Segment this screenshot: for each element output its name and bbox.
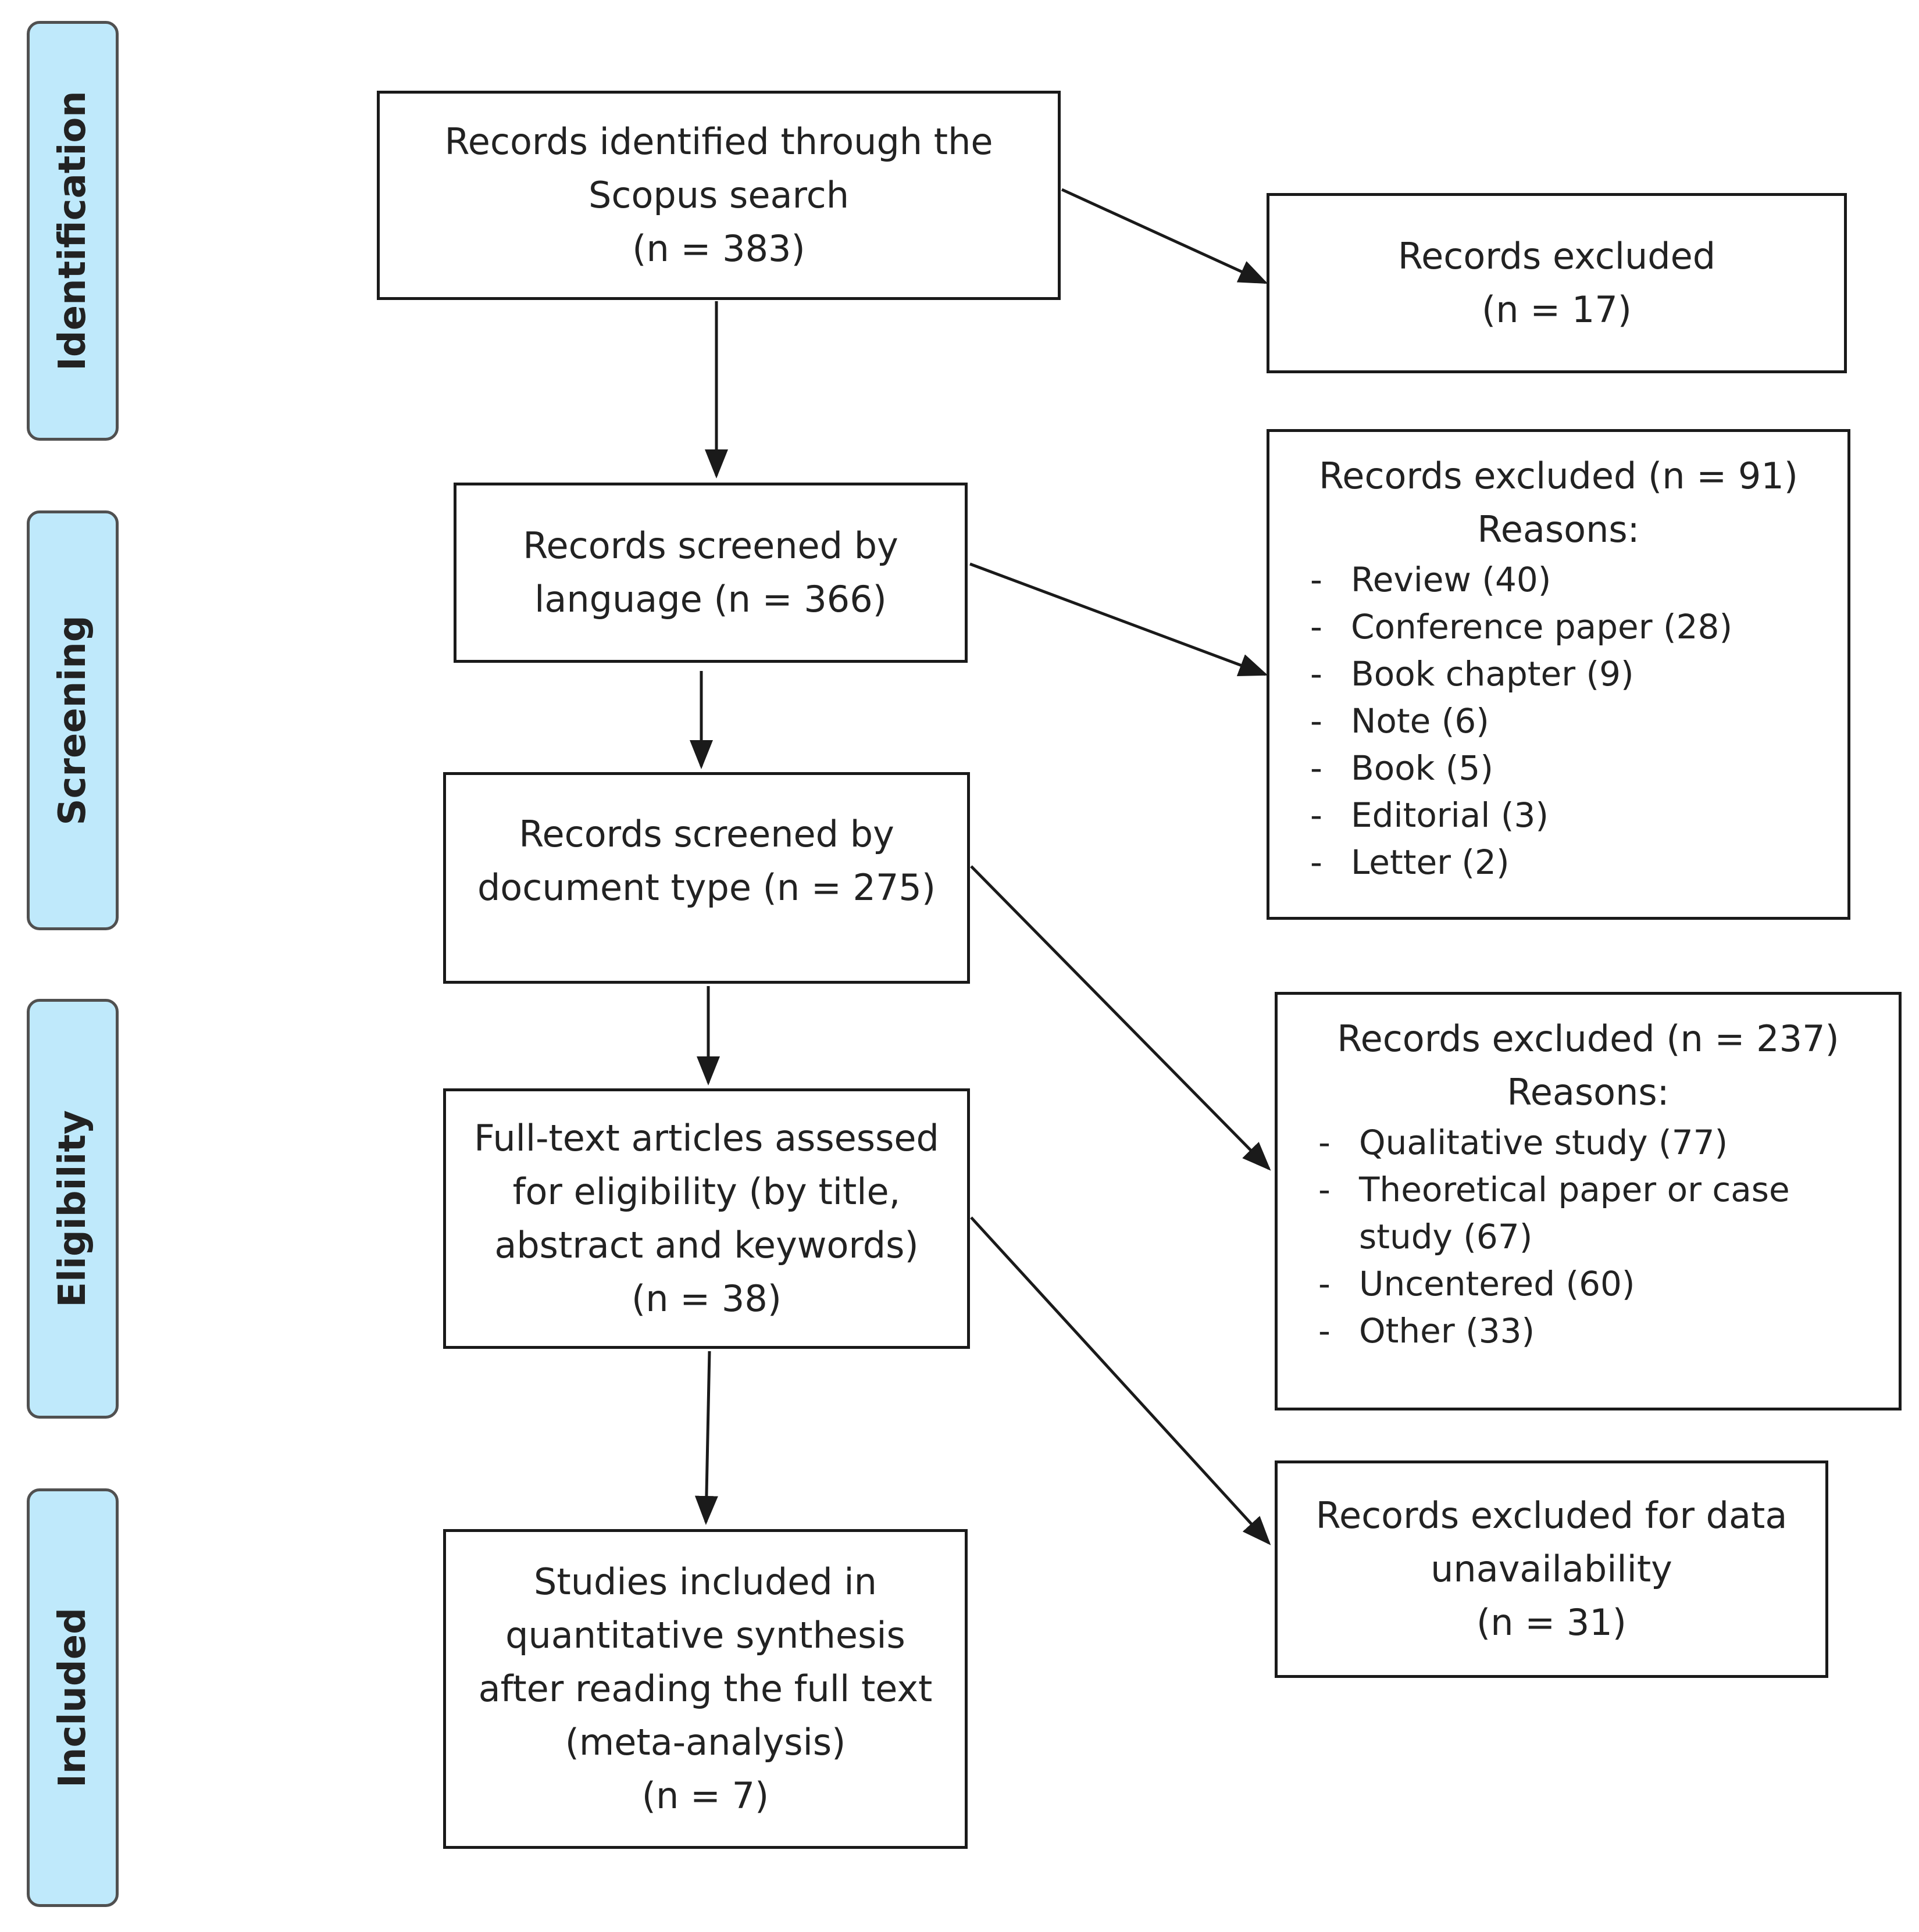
- box-text-line: (n = 383): [632, 227, 805, 270]
- arrow-full-text-to-excluded-data: [970, 1216, 1271, 1545]
- box-text-line: Records excluded: [1397, 235, 1716, 277]
- arrow-language-to-excluded: [969, 562, 1268, 676]
- box-text-line: Records screened by: [523, 524, 898, 567]
- list-item: -Qualitative study (77): [1289, 1119, 1887, 1166]
- phase-identification: Identification: [27, 21, 119, 441]
- box-text-line: abstract and keywords): [494, 1224, 919, 1266]
- box-reasons-label: Reasons:: [1507, 1071, 1670, 1113]
- box-records-excluded-data: Records excluded for data unavailability…: [1275, 1460, 1828, 1678]
- reason-text: Other (33): [1359, 1311, 1535, 1351]
- list-item: -Book chapter (9): [1281, 651, 1836, 698]
- list-item: -Editorial (3): [1281, 792, 1836, 839]
- box-records-screened-document-type: Records screened by document type (n = 2…: [443, 772, 970, 984]
- box-text-line: Records excluded for data: [1315, 1494, 1788, 1537]
- reason-text: Letter (2): [1351, 842, 1510, 882]
- reason-text: Conference paper (28): [1351, 607, 1733, 647]
- reasons-list: -Review (40) -Conference paper (28) -Boo…: [1281, 556, 1836, 886]
- box-text-line: Studies included in: [534, 1560, 877, 1603]
- box-records-excluded-initial: Records excluded (n = 17): [1267, 193, 1847, 373]
- list-item: -Theoretical paper or case study (67): [1289, 1166, 1887, 1260]
- list-item: -Uncentered (60): [1289, 1260, 1887, 1308]
- box-full-text-articles: Full-text articles assessed for eligibil…: [443, 1088, 970, 1349]
- box-text-line: (n = 7): [641, 1774, 769, 1817]
- list-item: -Other (33): [1289, 1308, 1887, 1355]
- box-heading: Records excluded (n = 237): [1337, 1017, 1839, 1060]
- box-studies-included: Studies included in quantitative synthes…: [443, 1529, 968, 1849]
- box-text-line: (n = 38): [632, 1277, 782, 1320]
- box-records-identified: Records identified through the Scopus se…: [377, 91, 1061, 300]
- box-heading: Records excluded (n = 91): [1319, 455, 1798, 497]
- list-item: -Book (5): [1281, 745, 1836, 792]
- box-text-line: language (n = 366): [534, 578, 887, 620]
- box-text-line: (n = 31): [1476, 1601, 1626, 1644]
- box-text-line: quantitative synthesis: [505, 1614, 905, 1656]
- box-text-line: (n = 17): [1482, 288, 1632, 331]
- box-text-line: for eligibility (by title,: [512, 1170, 901, 1213]
- arrow-identified-to-excluded: [1061, 188, 1268, 284]
- list-item: -Note (6): [1281, 698, 1836, 745]
- phase-eligibility: Eligibility: [27, 999, 119, 1419]
- box-text-line: Records identified through the: [444, 120, 993, 163]
- reason-text: Theoretical paper or case study (67): [1359, 1170, 1790, 1256]
- reason-text: Book chapter (9): [1351, 654, 1634, 694]
- phase-included: Included: [27, 1488, 119, 1907]
- box-text-line: (meta-analysis): [565, 1721, 846, 1763]
- reason-text: Uncentered (60): [1359, 1264, 1635, 1304]
- list-item: -Conference paper (28): [1281, 603, 1836, 651]
- arrow-full-text-to-included: [694, 1351, 718, 1525]
- reason-text: Note (6): [1351, 701, 1489, 741]
- box-records-excluded-document-type: Records excluded (n = 91) Reasons: -Revi…: [1267, 429, 1850, 920]
- arrow-document-type-to-excluded: [970, 865, 1271, 1171]
- reason-text: Book (5): [1351, 748, 1493, 788]
- box-text-line: document type (n = 275): [477, 866, 936, 909]
- reasons-list: -Qualitative study (77) -Theoretical pap…: [1289, 1119, 1887, 1355]
- box-reasons-label: Reasons:: [1477, 508, 1640, 551]
- box-text-line: Records screened by: [519, 813, 894, 855]
- box-text-line: unavailability: [1431, 1548, 1672, 1590]
- reason-text: Qualitative study (77): [1359, 1123, 1728, 1162]
- box-records-excluded-eligibility: Records excluded (n = 237) Reasons: -Qua…: [1275, 992, 1902, 1410]
- box-records-screened-language: Records screened by language (n = 366): [454, 483, 968, 663]
- reason-text: Editorial (3): [1351, 795, 1549, 835]
- reason-text: Review (40): [1351, 560, 1551, 599]
- box-text-line: Full-text articles assessed: [474, 1117, 939, 1159]
- box-text-line: after reading the full text: [478, 1667, 933, 1710]
- phase-screening: Screening: [27, 510, 119, 930]
- list-item: -Review (40): [1281, 556, 1836, 603]
- box-text-line: Scopus search: [588, 174, 849, 216]
- list-item: -Letter (2): [1281, 839, 1836, 886]
